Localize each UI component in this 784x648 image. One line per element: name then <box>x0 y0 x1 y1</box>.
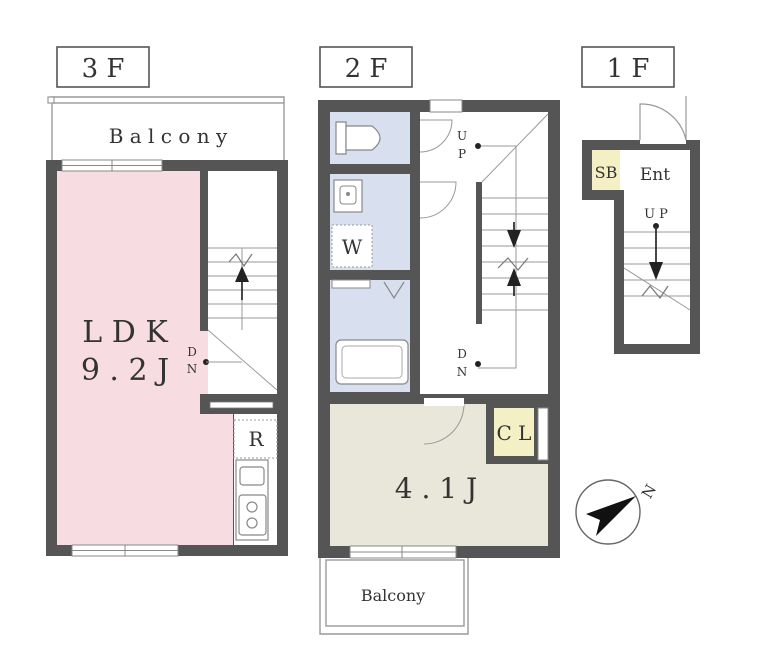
dn-label-2f-2: N <box>457 365 468 379</box>
floor-3f-text: 3 F <box>82 54 125 84</box>
shoebox-label: SB <box>595 163 618 182</box>
dn-label-2f-1: D <box>457 347 467 361</box>
floor-1f-text: 1 F <box>607 54 650 84</box>
floor-label-2f: 2 F <box>319 46 413 88</box>
north-arrow-icon <box>586 496 636 536</box>
floor-label-3f: 3 F <box>56 46 150 88</box>
balcony-3f-label: B a l c o n y <box>109 124 228 148</box>
floor-1f-plan: SB Ent U P <box>582 96 700 354</box>
floor-label-1f: 1 F <box>581 46 675 88</box>
toilet-icon <box>345 125 381 151</box>
floor-2f-text: 2 F <box>345 54 388 84</box>
closet <box>494 408 534 456</box>
stove <box>238 494 267 536</box>
entrance-label: Ent <box>640 165 670 185</box>
compass: N <box>575 479 660 545</box>
dn-label-3f-2: N <box>187 362 198 376</box>
balcony-2f: Balcony <box>319 558 469 635</box>
room-4-1j-size: 4 . 1 J <box>395 472 477 505</box>
floor-3f-plan: B a l c o n y D N <box>46 96 288 557</box>
sink <box>239 466 265 486</box>
north-label: N <box>638 481 660 501</box>
ldk-label: L D K <box>82 315 168 350</box>
washer-space <box>331 224 373 268</box>
balcony-3f: B a l c o n y <box>47 96 285 162</box>
dn-label-3f-1: D <box>187 345 197 359</box>
hallway-2f <box>420 112 548 394</box>
balcony-2f-label: Balcony <box>361 586 425 605</box>
up-label-1f: U P <box>644 207 668 222</box>
ldk-size: 9 . 2 J <box>81 353 169 388</box>
washer-label: W <box>342 235 363 259</box>
shoebox <box>592 150 620 190</box>
closet-label: C L <box>497 421 532 445</box>
up-label-2f-1: U <box>457 129 467 143</box>
floor-2f-plan: W U P D N <box>318 99 560 635</box>
fridge <box>233 419 278 459</box>
fridge-label: R <box>248 427 264 451</box>
up-label-2f-2: P <box>458 147 466 161</box>
